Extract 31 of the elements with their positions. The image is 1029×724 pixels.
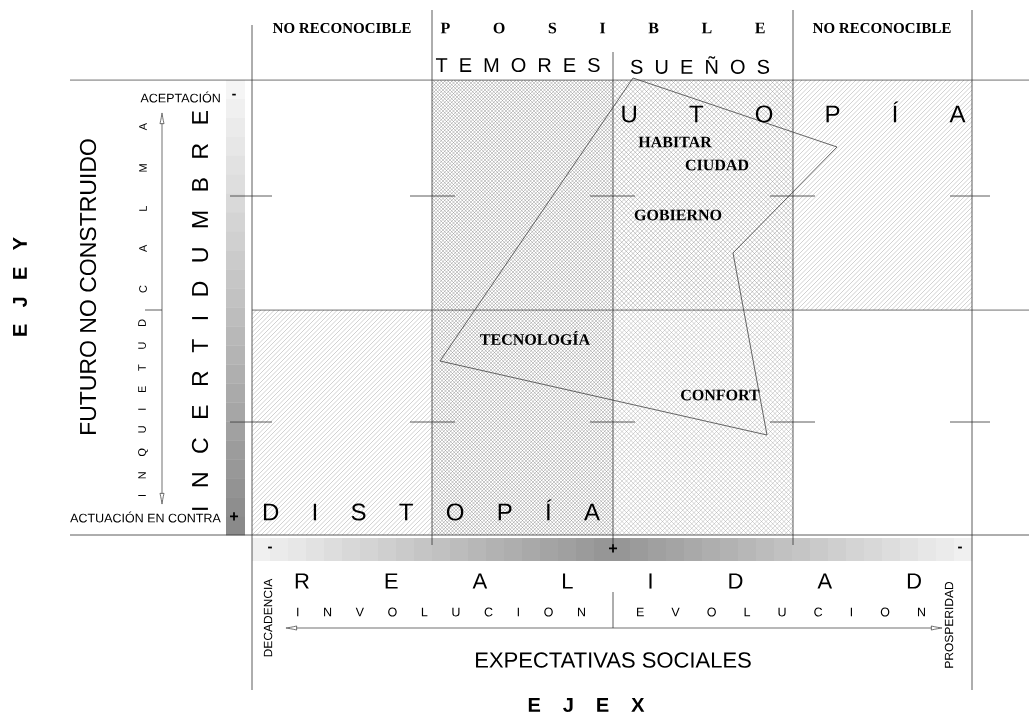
concept-label: TECNOLOGÍA [480, 331, 590, 345]
column-heading: P O S I B L E [440, 22, 765, 34]
scale-label: C A L M A [139, 123, 147, 293]
axis-label: R E A L I D A D [295, 573, 921, 589]
scale-sign: - [268, 546, 272, 549]
concept-label: CIUDAD [685, 159, 749, 171]
scale-label: E V O L U C I O N [637, 607, 925, 617]
axis-title: E J E Y [13, 237, 27, 336]
scale-label: PROSPERIDAD [944, 581, 954, 668]
concept-label: CONFORT [681, 389, 760, 401]
scale-label: ACEPTACIÓN [140, 91, 220, 103]
scale-label: ACTUACIÓN EN CONTRA [70, 511, 221, 523]
scale-sign: - [232, 93, 236, 96]
scale-sign: - [958, 546, 962, 549]
column-heading: T E M O R E S [435, 57, 600, 73]
column-heading: S U E Ñ O S [630, 56, 770, 74]
column-heading: NO RECONOCIBLE [272, 22, 411, 34]
zone-label: U T O P Í A [622, 101, 966, 123]
zone-label: D I S T O P Í A [264, 499, 600, 521]
scale-label: I N Q U I E T U D [138, 319, 148, 496]
axis-label: FUTURO NO CONSTRUIDO [79, 139, 97, 434]
axis-label: EXPECTATIVAS SOCIALES [476, 652, 751, 668]
scale-sign: + [609, 544, 617, 553]
scale-sign: + [230, 512, 238, 521]
scale-label: I N V O L U C I O N [297, 607, 585, 617]
concept-label: HABITAR [638, 136, 712, 148]
axis-label: I N C E R T I D U M B R E [191, 111, 209, 510]
concept-label: GOBIERNO [634, 209, 722, 221]
scale-label: DECADENCIA [263, 578, 273, 657]
column-heading: NO RECONOCIBLE [812, 22, 951, 34]
axis-title: E J E X [528, 698, 645, 712]
